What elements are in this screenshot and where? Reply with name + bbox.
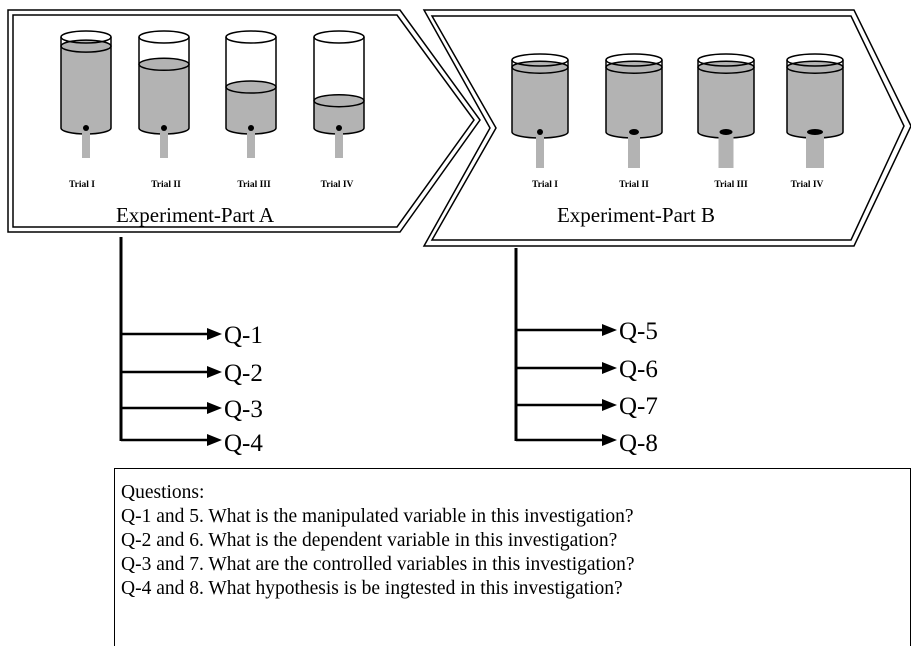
part-a-chevron — [7, 9, 481, 233]
trial-label: Trial III — [237, 180, 271, 190]
part-b-title: Experiment-Part B — [557, 203, 715, 227]
trial-label: Trial I — [532, 180, 558, 190]
cylinder — [605, 53, 663, 168]
drain-hole — [807, 129, 823, 135]
question-label-q3: Q-3 — [224, 396, 263, 423]
cylinder — [60, 30, 112, 158]
part-a-connectors — [119, 237, 222, 446]
question-label-q1: Q-1 — [224, 322, 263, 349]
cylinder-rim — [225, 30, 277, 44]
drain-hole — [336, 125, 342, 131]
cylinder — [786, 53, 844, 168]
question-line: Q-1 and 5. What is the manipulated varia… — [121, 506, 634, 527]
question-line: Q-3 and 7. What are the controlled varia… — [121, 554, 635, 575]
cylinder-rim — [605, 53, 663, 67]
part-b-trial-labels: Trial I Trial II Trial III Trial IV — [532, 180, 824, 190]
water-surface — [605, 60, 663, 74]
cylinder — [225, 30, 277, 158]
water-fill — [512, 67, 568, 138]
water-stream — [82, 128, 90, 158]
trial-label: Trial II — [619, 180, 649, 190]
part-b-connectors — [514, 248, 617, 446]
cylinder-rim — [313, 30, 365, 44]
water-surface — [138, 57, 190, 72]
trial-label: Trial II — [151, 180, 181, 190]
water-stream — [160, 128, 168, 158]
question-label-q7: Q-7 — [619, 393, 658, 420]
water-fill — [314, 100, 364, 134]
water-surface — [786, 60, 844, 74]
drain-hole — [161, 125, 167, 131]
question-label-q5: Q-5 — [619, 318, 658, 345]
drain-hole — [629, 129, 639, 135]
drain-hole — [537, 129, 543, 135]
cylinder-rim — [511, 53, 569, 67]
question-line: Q-2 and 6. What is the dependent variabl… — [121, 530, 618, 551]
trial-label: Trial IV — [321, 180, 354, 190]
part-a-title: Experiment-Part A — [116, 203, 275, 227]
trial-label: Trial IV — [791, 180, 824, 190]
trial-label: Trial I — [69, 180, 95, 190]
drain-hole — [719, 129, 733, 135]
cylinder — [511, 53, 569, 168]
water-stream — [247, 128, 255, 158]
drain-hole — [248, 125, 254, 131]
water-stream — [628, 132, 640, 168]
question-line: Q-4 and 8. What hypothesis is be ingtest… — [121, 578, 623, 599]
question-label-q8: Q-8 — [619, 430, 658, 457]
water-fill — [61, 46, 111, 134]
water-fill — [226, 87, 276, 134]
water-surface — [225, 80, 277, 94]
cylinder-rim — [697, 53, 755, 67]
water-stream — [536, 132, 544, 168]
question-label-q2: Q-2 — [224, 360, 263, 387]
cylinder — [313, 30, 365, 158]
water-surface — [313, 93, 365, 108]
water-stream — [806, 132, 824, 168]
water-stream — [335, 128, 343, 158]
cylinder — [697, 53, 755, 168]
water-surface — [511, 60, 569, 74]
water-surface — [697, 60, 755, 74]
part-b-cylinders — [511, 53, 844, 168]
water-fill — [139, 64, 189, 134]
cylinder-rim — [786, 53, 844, 67]
water-fill — [606, 67, 662, 138]
cylinder-rim — [60, 30, 112, 44]
water-fill — [787, 67, 843, 138]
question-label-q6: Q-6 — [619, 356, 658, 383]
part-b-chevron — [422, 9, 911, 247]
part-a-trial-labels: Trial I Trial II Trial III Trial IV — [69, 180, 354, 190]
questions-box: Questions: Q-1 and 5. What is the manipu… — [114, 468, 911, 646]
trial-label: Trial III — [714, 180, 748, 190]
drain-hole — [83, 125, 89, 131]
water-stream — [718, 132, 734, 168]
part-a-cylinders — [60, 30, 365, 158]
questions-heading: Questions: — [121, 482, 205, 503]
water-fill — [698, 67, 754, 138]
cylinder-rim — [138, 30, 190, 44]
cylinder — [138, 30, 190, 158]
question-label-q4: Q-4 — [224, 430, 263, 457]
